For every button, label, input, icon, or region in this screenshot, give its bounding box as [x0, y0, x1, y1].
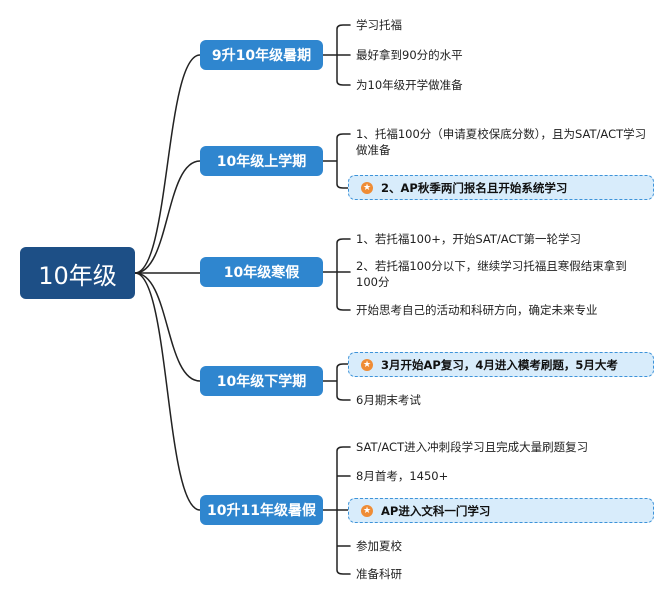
connector-b2: [322, 133, 351, 189]
connector-root-b4: [134, 272, 201, 382]
leaf-activities-major: 开始思考自己的活动和科研方向，确定未来专业: [356, 303, 598, 317]
leaf-final-exam: 6月期末考试: [356, 393, 421, 407]
connector-b3: [322, 238, 351, 311]
leaf-toefl-90: 最好拿到90分的水平: [356, 48, 463, 62]
highlight-ap-review[interactable]: ★ 3月开始AP复习，4月进入模考刷题，5月大考: [348, 352, 654, 377]
leaf-prepare-grade10: 为10年级开学做准备: [356, 78, 463, 92]
highlight-ap-humanities-label: AP进入文科一门学习: [381, 503, 491, 518]
connector-b4: [322, 363, 351, 401]
leaf-toefl-100-sat: 1、托福100分（申请夏校保底分数），且为SAT/ACT学习做准备: [356, 127, 647, 157]
highlight-ap-fall-label: 2、AP秋季两门报名且开始系统学习: [381, 180, 568, 195]
connector-root-b5: [134, 272, 201, 511]
connector-b1: [322, 24, 351, 86]
highlight-ap-humanities[interactable]: ★ AP进入文科一门学习: [348, 498, 654, 523]
leaf-august-test: 8月首考，1450+: [356, 469, 449, 483]
leaf-sat-sprint: SAT/ACT进入冲刺段学习且完成大量刷题复习: [356, 440, 589, 454]
leaf-toefl-below-100: 2、若托福100分以下，继续学习托福且寒假结束拿到100分: [356, 259, 627, 289]
leaf-research: 准备科研: [356, 567, 402, 581]
star-badge-icon: ★: [361, 504, 373, 517]
leaf-sat-first-round: 1、若托福100+，开始SAT/ACT第一轮学习: [356, 232, 582, 246]
branch-grade10-spring[interactable]: 10年级下学期: [200, 366, 323, 396]
branch-grade10-winter[interactable]: 10年级寒假: [200, 257, 323, 287]
highlight-ap-fall[interactable]: ★ 2、AP秋季两门报名且开始系统学习: [348, 175, 654, 200]
leaf-toefl-study: 学习托福: [356, 18, 402, 32]
connector-b5: [322, 446, 351, 575]
star-badge-icon: ★: [361, 181, 373, 194]
star-badge-icon: ★: [361, 358, 373, 371]
branch-9-to-10-summer[interactable]: 9升10年级暑期: [200, 40, 323, 70]
highlight-ap-review-label: 3月开始AP复习，4月进入模考刷题，5月大考: [381, 357, 618, 372]
connector-root-b2: [134, 160, 201, 274]
branch-grade10-fall[interactable]: 10年级上学期: [200, 146, 323, 176]
root-node[interactable]: 10年级: [20, 247, 135, 299]
leaf-summer-school: 参加夏校: [356, 539, 402, 553]
branch-10-to-11-summer[interactable]: 10升11年级暑假: [200, 495, 323, 525]
connector-root-b1: [134, 54, 201, 274]
